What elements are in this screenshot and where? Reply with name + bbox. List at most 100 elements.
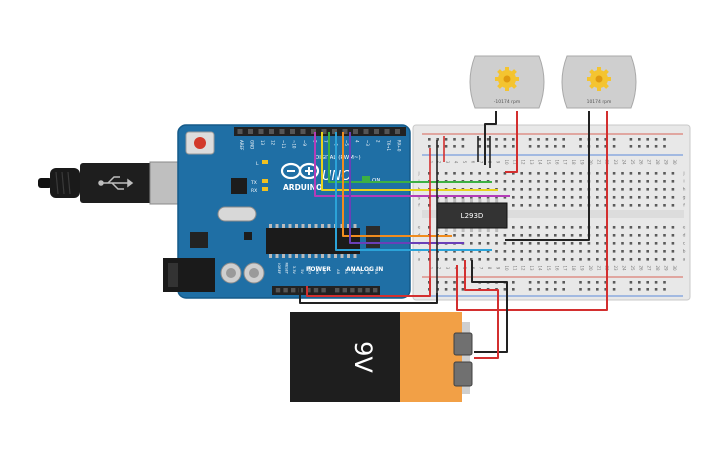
terminal-hole[interactable] (478, 250, 481, 253)
rail-hole[interactable] (646, 288, 649, 291)
terminal-hole[interactable] (646, 258, 649, 261)
terminal-hole[interactable] (545, 188, 549, 191)
digital-pin-hole[interactable] (248, 129, 253, 134)
digital-pin-hole[interactable] (279, 129, 285, 134)
rail-hole[interactable] (461, 145, 465, 148)
terminal-hole[interactable] (562, 204, 565, 207)
dc-motor-1[interactable]: -10174 rpm (469, 55, 545, 109)
terminal-hole[interactable] (621, 258, 624, 261)
terminal-hole[interactable] (453, 172, 456, 175)
terminal-hole[interactable] (579, 188, 582, 191)
terminal-hole[interactable] (654, 250, 658, 253)
terminal-hole[interactable] (528, 242, 532, 245)
terminal-hole[interactable] (520, 234, 523, 237)
terminal-hole[interactable] (596, 180, 599, 183)
rail-hole[interactable] (528, 288, 532, 291)
terminal-hole[interactable] (663, 172, 666, 175)
terminal-hole[interactable] (562, 258, 565, 261)
terminal-hole[interactable] (528, 172, 532, 175)
terminal-hole[interactable] (545, 180, 549, 183)
rail-hole[interactable] (629, 281, 633, 284)
power-pin-hole[interactable] (335, 288, 340, 293)
terminal-hole[interactable] (537, 226, 540, 229)
digital-pin-hole[interactable] (258, 129, 264, 134)
wire-yellow[interactable] (321, 132, 498, 191)
digital-pin-hole[interactable] (395, 129, 400, 134)
terminal-hole[interactable] (604, 196, 607, 199)
wire-purple[interactable] (349, 132, 464, 244)
terminal-hole[interactable] (512, 250, 515, 253)
terminal-hole[interactable] (562, 250, 565, 253)
terminal-hole[interactable] (671, 242, 675, 245)
terminal-hole[interactable] (654, 234, 658, 237)
terminal-hole[interactable] (638, 180, 641, 183)
terminal-hole[interactable] (570, 180, 574, 183)
terminal-hole[interactable] (612, 242, 616, 245)
terminal-hole[interactable] (495, 242, 498, 245)
terminal-hole[interactable] (579, 250, 582, 253)
power-pin-hole[interactable] (291, 288, 296, 293)
rail-hole[interactable] (428, 138, 431, 141)
terminal-hole[interactable] (554, 172, 557, 175)
rail-hole[interactable] (453, 138, 456, 141)
terminal-hole[interactable] (461, 258, 465, 261)
terminal-hole[interactable] (453, 234, 456, 237)
terminal-hole[interactable] (453, 250, 456, 253)
terminal-hole[interactable] (629, 196, 633, 199)
rail-hole[interactable] (478, 138, 481, 141)
terminal-hole[interactable] (596, 172, 599, 175)
rail-hole[interactable] (663, 281, 666, 284)
power-pin-hole[interactable] (350, 288, 355, 293)
rail-hole[interactable] (612, 138, 616, 141)
terminal-hole[interactable] (612, 188, 616, 191)
terminal-hole[interactable] (587, 242, 591, 245)
rail-hole[interactable] (579, 145, 582, 148)
terminal-hole[interactable] (612, 196, 616, 199)
rail-hole[interactable] (453, 281, 456, 284)
rail-hole[interactable] (638, 288, 641, 291)
terminal-hole[interactable] (579, 234, 582, 237)
terminal-hole[interactable] (638, 234, 641, 237)
terminal-hole[interactable] (663, 226, 666, 229)
terminal-hole[interactable] (495, 250, 498, 253)
terminal-hole[interactable] (621, 250, 624, 253)
terminal-hole[interactable] (520, 188, 523, 191)
terminal-hole[interactable] (663, 180, 666, 183)
terminal-hole[interactable] (528, 188, 532, 191)
terminal-hole[interactable] (612, 172, 616, 175)
rail-hole[interactable] (503, 138, 507, 141)
rail-hole[interactable] (579, 281, 582, 284)
terminal-hole[interactable] (612, 180, 616, 183)
terminal-hole[interactable] (444, 172, 448, 175)
terminal-hole[interactable] (554, 258, 557, 261)
rail-hole[interactable] (478, 145, 481, 148)
wire-battery-negative[interactable] (471, 260, 508, 353)
power-pin-hole[interactable] (313, 288, 319, 293)
digital-pin-hole[interactable] (269, 129, 274, 134)
battery-9v[interactable]: 9V (290, 312, 473, 402)
terminal-hole[interactable] (512, 180, 515, 183)
terminal-hole[interactable] (545, 226, 549, 229)
terminal-hole[interactable] (663, 258, 666, 261)
terminal-hole[interactable] (570, 234, 574, 237)
rail-hole[interactable] (663, 138, 666, 141)
rail-hole[interactable] (646, 138, 649, 141)
rail-hole[interactable] (461, 138, 465, 141)
terminal-hole[interactable] (520, 242, 523, 245)
rail-hole[interactable] (512, 288, 515, 291)
terminal-hole[interactable] (562, 234, 565, 237)
terminal-hole[interactable] (528, 234, 532, 237)
terminal-hole[interactable] (503, 172, 507, 175)
terminal-hole[interactable] (671, 226, 675, 229)
wire-cyan[interactable] (335, 132, 492, 251)
terminal-hole[interactable] (444, 196, 448, 199)
terminal-hole[interactable] (545, 242, 549, 245)
rail-hole[interactable] (503, 288, 507, 291)
rail-hole[interactable] (545, 281, 549, 284)
terminal-hole[interactable] (478, 242, 481, 245)
terminal-hole[interactable] (646, 226, 649, 229)
terminal-hole[interactable] (629, 188, 633, 191)
rail-hole[interactable] (428, 145, 431, 148)
terminal-hole[interactable] (520, 172, 523, 175)
